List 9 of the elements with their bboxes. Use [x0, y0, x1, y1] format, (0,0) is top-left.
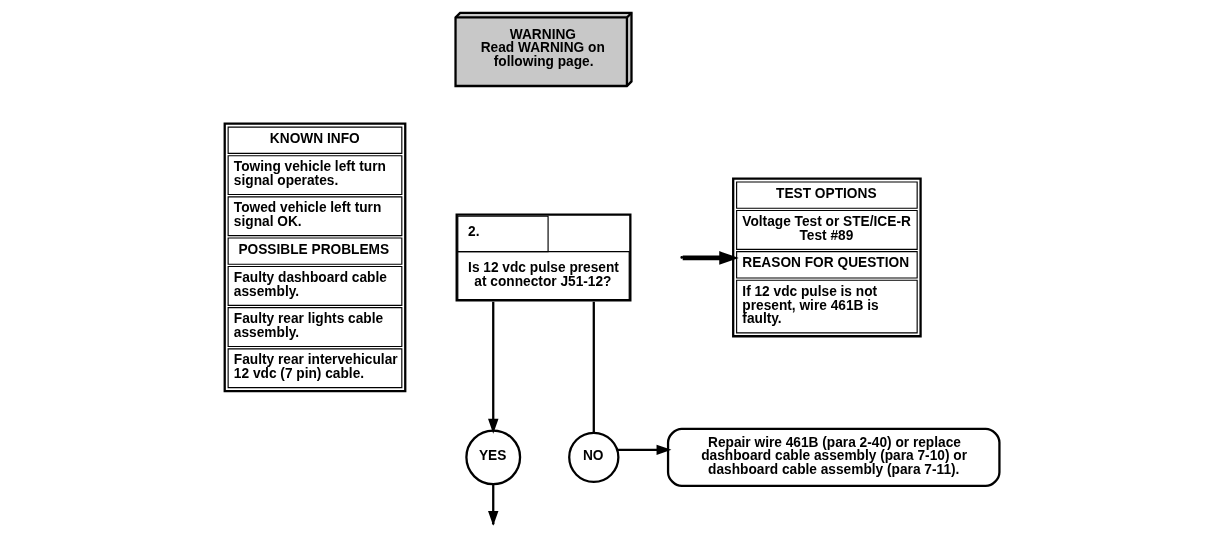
- node-circle: YES: [464, 429, 521, 486]
- arrow: [487, 301, 498, 434]
- node-box: KNOWN INFO Towing vehicle left turn signal operates. Towed vehicle left turn signal OK. POSSIBLE PROBLEMS Faulty dashboard cable assembly. Faulty rear lights cable assembly. Faulty rear intervehicular 12 vdc (7 pin) cable.: [223, 122, 406, 393]
- arrow: [682, 251, 739, 265]
- node-box: Repair wire 461B (para 2-40) or replace dashboard cable assembly (para 7-10) or dashboard cable assembly (para 7-11).: [666, 427, 1001, 488]
- node-circle: NO: [567, 431, 619, 484]
- connector: [592, 301, 595, 433]
- arrow: [616, 444, 671, 456]
- node-box: TEST OPTIONS Voltage Test or STE/ICE-R Test #89 REASON FOR QUESTION If 12 vdc pulse is not present, wire 461B is faulty.: [731, 177, 922, 338]
